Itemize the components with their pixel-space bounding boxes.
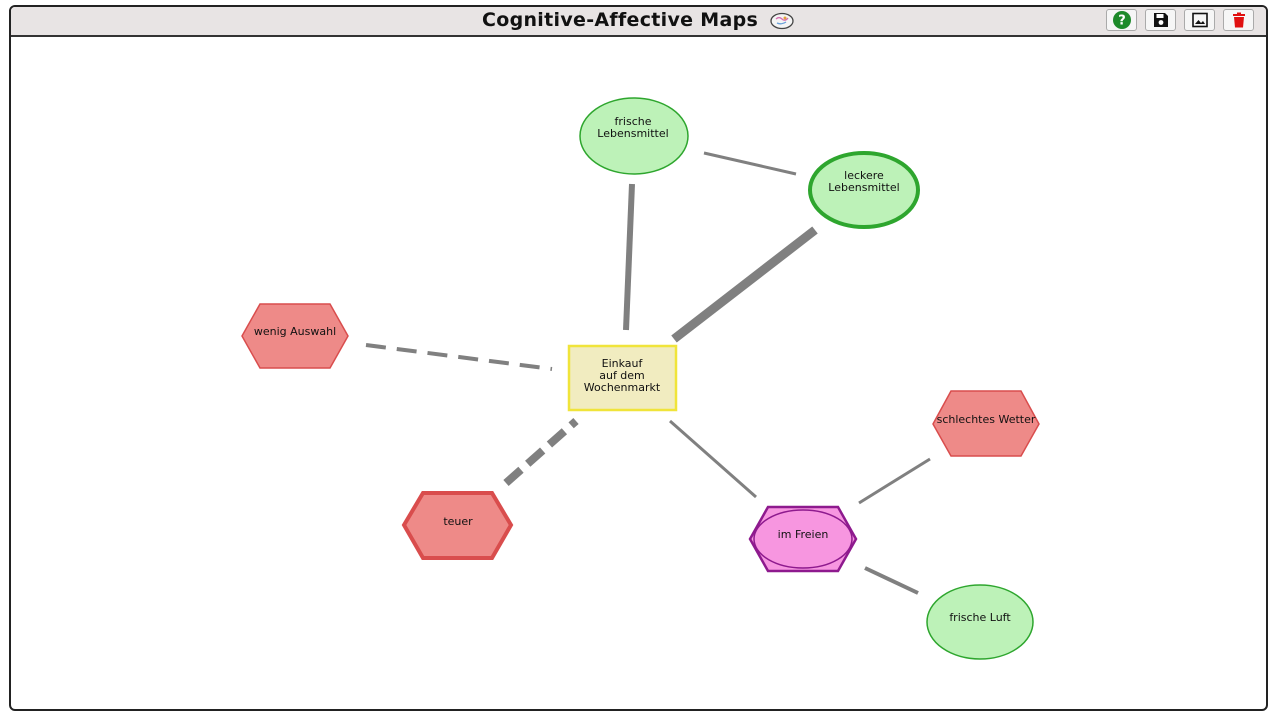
title-bar: Cognitive-Affective Maps ? [11, 7, 1266, 37]
node-frische-lebensmittel[interactable] [579, 97, 689, 175]
edge-einkauf-wenig-auswahl[interactable] [365, 343, 553, 371]
node-frische-luft[interactable] [926, 584, 1034, 660]
trash-icon [1232, 12, 1245, 28]
edge-einkauf-leckere-lebensmittel[interactable] [671, 226, 818, 343]
image-icon [1191, 12, 1208, 28]
save-icon [1153, 13, 1168, 27]
edge-einkauf-frische-lebensmittel[interactable] [623, 183, 635, 331]
edge-im-freien-frische-luft[interactable] [864, 566, 919, 595]
toolbar: ? [1106, 9, 1254, 31]
node-leckere-lebensmittel[interactable] [808, 151, 920, 229]
brain-icon [769, 12, 795, 35]
node-einkauf[interactable] [567, 344, 678, 412]
svg-text:?: ? [1118, 14, 1126, 29]
node-wenig-auswahl[interactable] [241, 303, 349, 369]
node-schlechtes-wetter[interactable] [932, 390, 1040, 457]
image-export-button[interactable] [1184, 9, 1215, 31]
save-button[interactable] [1145, 9, 1176, 31]
help-button[interactable]: ? [1106, 9, 1137, 31]
map-canvas[interactable]: frische Lebensmittel leckere Lebensmitte… [11, 7, 1266, 709]
help-icon: ? [1112, 11, 1131, 29]
edge-im-freien-schlechtes-wetter[interactable] [858, 457, 931, 505]
edge-einkauf-im-freien[interactable] [669, 419, 757, 499]
node-im-freien-ellipse [753, 509, 853, 569]
cam-window: Cognitive-Affective Maps ? [9, 5, 1268, 711]
page-title: Cognitive-Affective Maps [11, 9, 1266, 35]
edge-frische-leckere[interactable] [703, 151, 797, 176]
edge-einkauf-teuer[interactable] [503, 418, 579, 486]
node-teuer[interactable] [401, 491, 514, 560]
delete-button[interactable] [1223, 9, 1254, 31]
title-text: Cognitive-Affective Maps [481, 9, 759, 31]
